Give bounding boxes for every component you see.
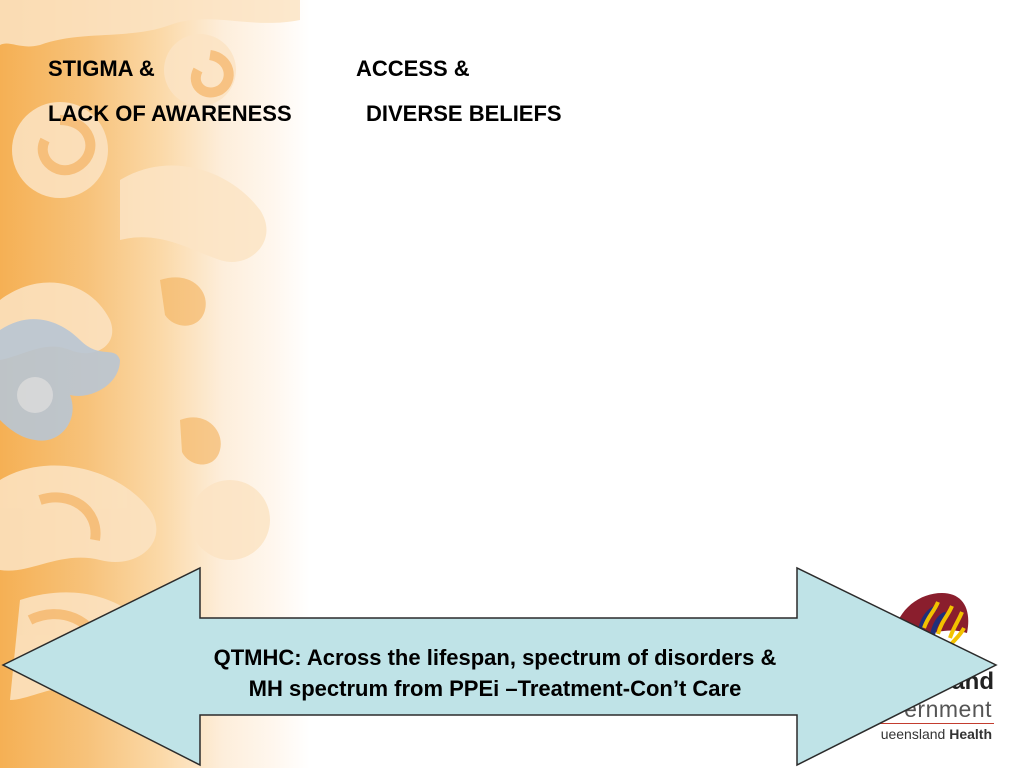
double-arrow-shape xyxy=(1,566,998,767)
double-headed-arrow xyxy=(1,566,998,767)
logo-divider xyxy=(862,723,994,724)
decorative-side-panel xyxy=(0,0,310,768)
stigma-heading-line-2: LACK OF AWARENESS xyxy=(48,101,292,126)
stigma-heading-line-1: STIGMA & xyxy=(48,56,155,81)
arrow-caption-line-2: MH spectrum from PPEi –Treatment-Con’t C… xyxy=(248,676,742,701)
access-heading-line-1: ACCESS & xyxy=(356,56,470,81)
access-heading-line-2: DIVERSE BELIEFS xyxy=(366,101,562,126)
logo-text-queensland-health-bold: Health xyxy=(949,726,992,742)
arrow-caption: QTMHC: Across the lifespan, spectrum of … xyxy=(130,642,860,704)
logo-text-queensland-health: ueensland Health xyxy=(881,726,992,742)
arrow-caption-line-1: QTMHC: Across the lifespan, spectrum of … xyxy=(213,645,777,670)
logo-text-queensland-health-prefix: ueensland xyxy=(880,726,950,742)
swirl-pattern-icon xyxy=(0,0,300,700)
